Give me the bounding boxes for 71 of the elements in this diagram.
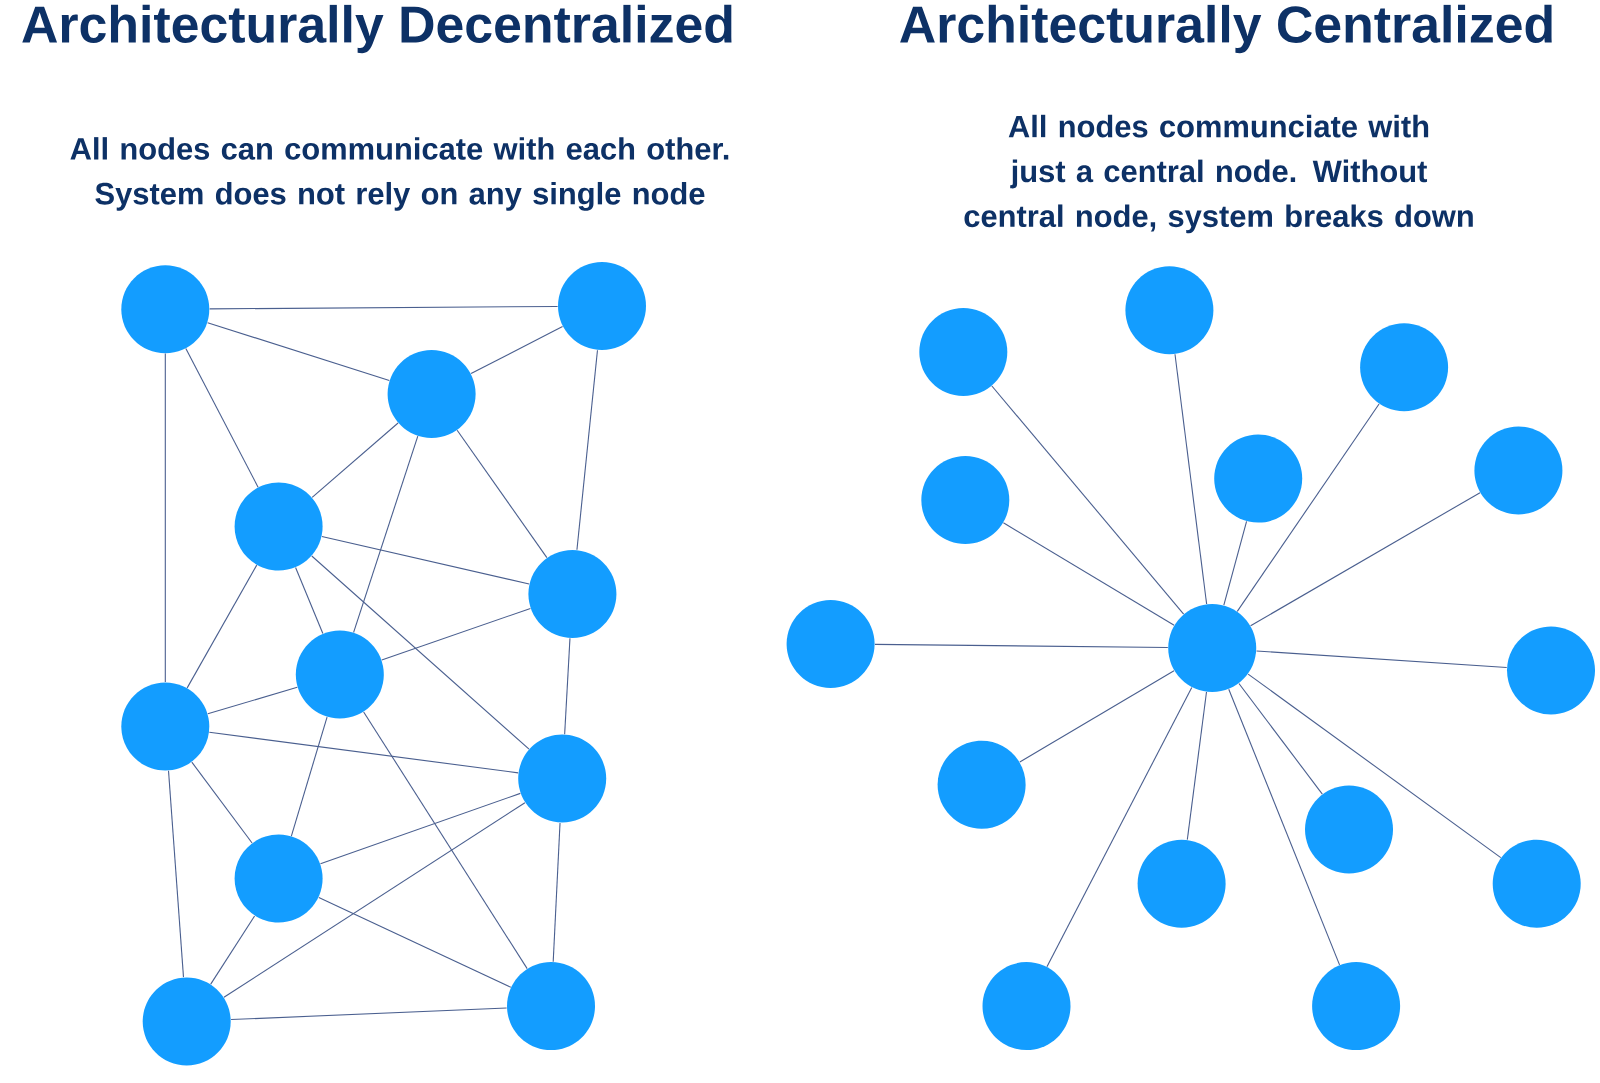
connector-line xyxy=(209,305,559,310)
connector-line xyxy=(223,802,526,998)
connector-line xyxy=(311,422,399,498)
connector-line xyxy=(191,761,253,844)
connector-line xyxy=(353,435,419,633)
description-text: All nodes can communicate with each other. System does not rely on any single node xyxy=(70,137,729,211)
connector-line xyxy=(1174,353,1208,605)
description-text: All nodes communciate with just a central node. Without central node, system breaks down xyxy=(964,114,1473,234)
connector-line xyxy=(321,535,530,585)
network-node xyxy=(121,682,210,771)
connector-line xyxy=(1236,403,1380,612)
connector-line xyxy=(290,716,328,837)
connector-line xyxy=(1250,492,1481,627)
network-node xyxy=(142,977,231,1066)
network-node xyxy=(234,482,323,571)
connector-line xyxy=(1002,522,1175,626)
connector-line xyxy=(186,564,258,689)
connector-line xyxy=(164,353,166,683)
network-node xyxy=(518,734,607,823)
connector-line xyxy=(167,770,185,978)
connector-line xyxy=(207,322,390,381)
network-node xyxy=(558,262,646,351)
connector-line xyxy=(552,822,561,963)
network-node xyxy=(1507,626,1595,715)
connector-line xyxy=(564,637,571,735)
connector-line xyxy=(1247,673,1502,859)
connector-line xyxy=(363,711,528,970)
connector-line xyxy=(1186,691,1208,841)
connector-line xyxy=(1228,688,1341,966)
connector-line xyxy=(991,385,1185,615)
connector-line xyxy=(210,915,256,985)
connector-line xyxy=(208,731,519,774)
connector-line xyxy=(207,686,298,715)
connector-line xyxy=(1046,686,1193,968)
connector-line xyxy=(1223,520,1248,606)
connector-line xyxy=(874,643,1169,649)
connector-line xyxy=(456,429,548,559)
connector-line xyxy=(381,607,531,661)
network-node xyxy=(234,834,323,923)
network-node xyxy=(937,740,1026,829)
connector-line xyxy=(311,555,530,750)
network-node xyxy=(921,456,1010,544)
connector-line xyxy=(576,349,598,551)
network-node xyxy=(919,308,1008,396)
connector-line xyxy=(295,567,324,635)
connector-line xyxy=(230,1007,508,1021)
connector-line xyxy=(1019,670,1175,763)
connector-line xyxy=(319,792,521,865)
network-node xyxy=(1305,785,1393,874)
network-node xyxy=(387,349,476,438)
network-node xyxy=(786,599,875,688)
network-node xyxy=(528,549,617,638)
network-node xyxy=(121,265,210,354)
connector-line xyxy=(185,348,259,488)
network-node xyxy=(1125,266,1214,355)
network-node xyxy=(1137,839,1226,928)
network-node xyxy=(507,962,595,1051)
network-node xyxy=(982,962,1071,1051)
network-node xyxy=(1214,434,1303,523)
connector-line xyxy=(1238,682,1323,795)
heading: Architecturally Centralized xyxy=(900,4,1552,54)
network-node xyxy=(1474,426,1563,515)
network-node xyxy=(1360,323,1449,412)
network-node xyxy=(1168,604,1257,692)
heading: Architecturally Decentralized xyxy=(22,4,732,54)
connector-line xyxy=(1255,650,1508,669)
network-node xyxy=(295,630,384,719)
network-node xyxy=(1312,962,1401,1051)
connector-line xyxy=(470,325,564,375)
network-node xyxy=(1492,839,1581,928)
connector-line xyxy=(318,896,512,988)
